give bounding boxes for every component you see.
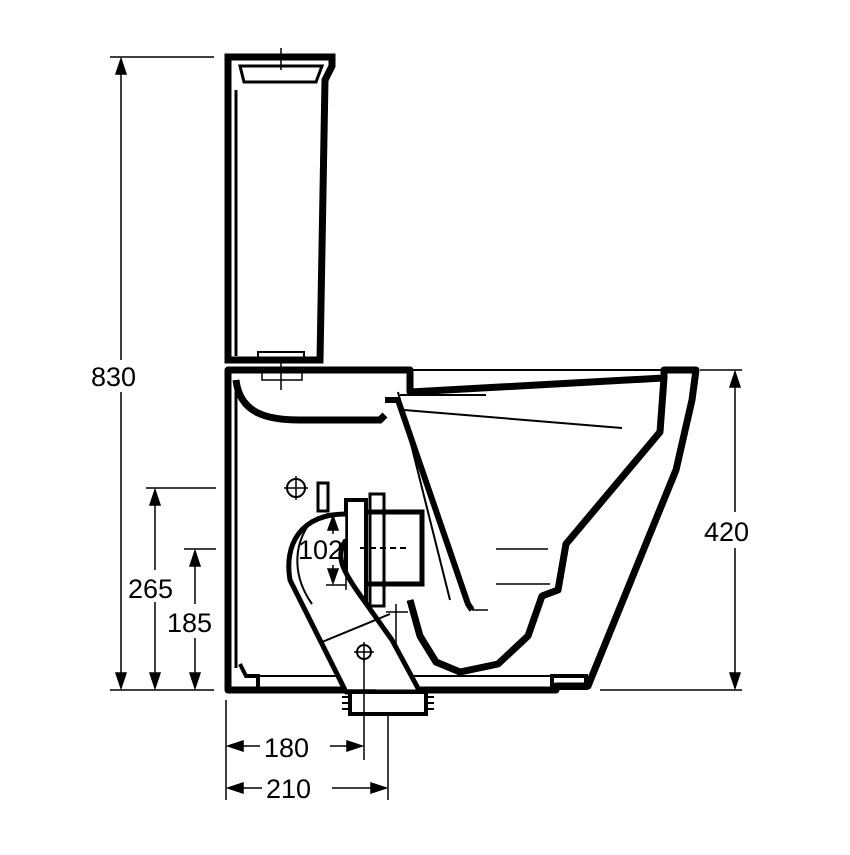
- dim-bowl-height: 420: [704, 517, 749, 547]
- pan-connector: [261, 362, 434, 716]
- dim-outlet-height-upper: 265: [128, 574, 173, 604]
- dimension-labels: 830 265 185 420 102 180 210: [91, 362, 749, 804]
- dimension-lines: [110, 56, 742, 800]
- cistern: [224, 48, 336, 364]
- dim-outlet-diameter: 102: [298, 535, 343, 565]
- dim-outlet-offset-outer: 210: [266, 774, 311, 804]
- dim-total-height: 830: [91, 362, 136, 392]
- dim-outlet-height-lower: 185: [167, 608, 212, 638]
- dim-outlet-offset-center: 180: [264, 733, 309, 763]
- pan-body: [224, 366, 700, 694]
